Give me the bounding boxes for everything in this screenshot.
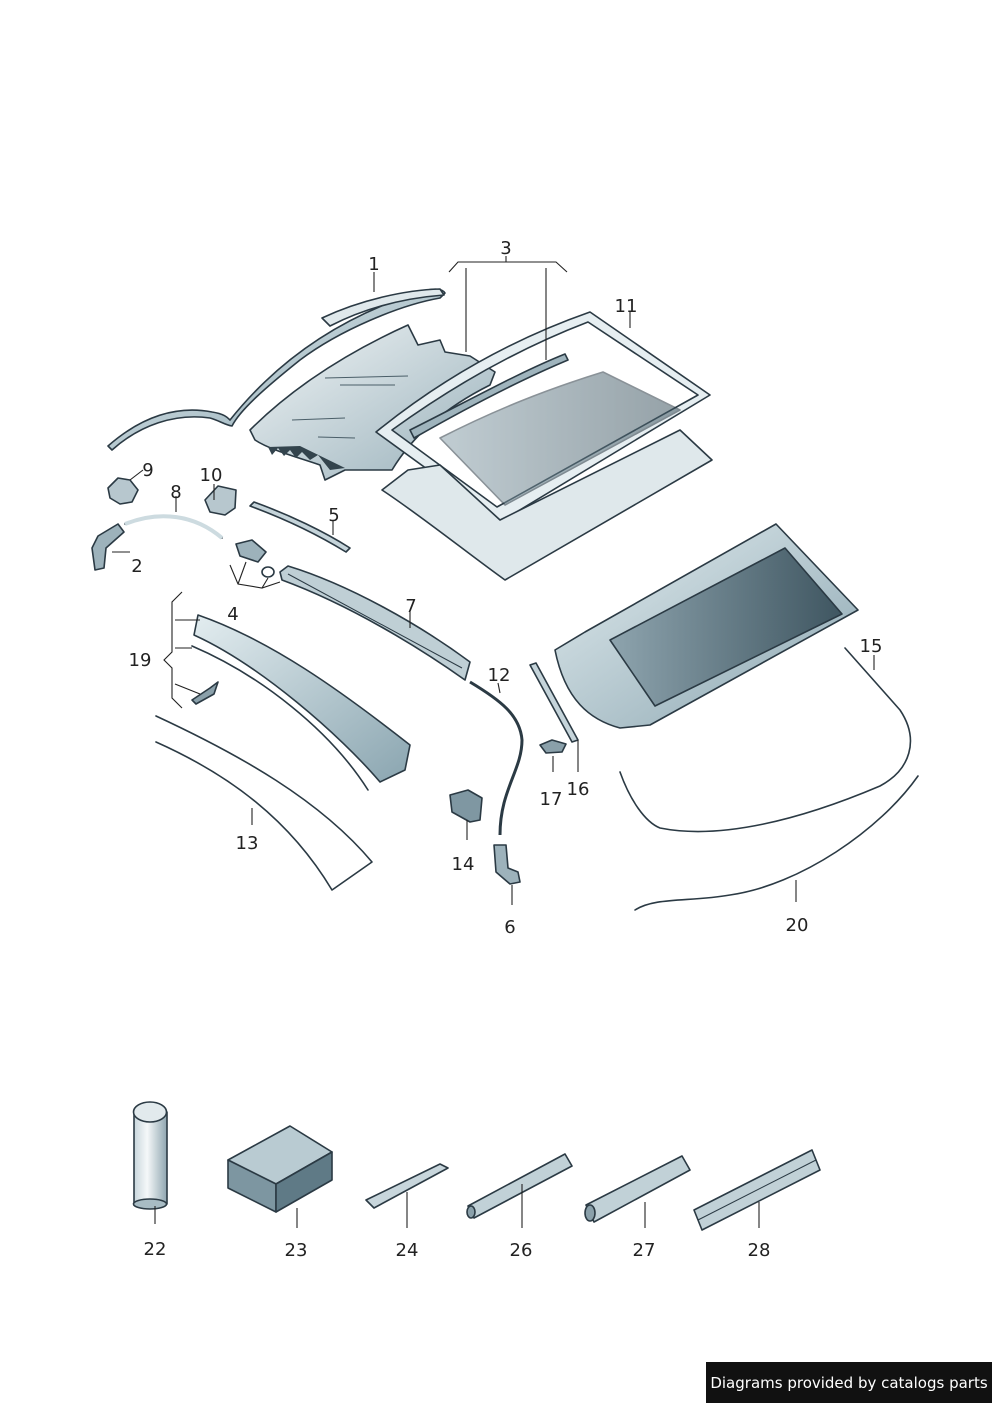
part-15-rear-seal: [619, 647, 912, 833]
part-7-guide-rail-ridge: [287, 573, 463, 669]
parts-layer: [91, 288, 919, 911]
part-drain-valve: [235, 539, 267, 563]
callout-10: 10: [200, 465, 223, 486]
callout-23: 23: [285, 1240, 308, 1261]
part-28-profile-roll: [693, 1149, 821, 1231]
part-27-tube: [584, 1155, 691, 1223]
part-19-seal-lip: [191, 645, 369, 791]
part-22-spray-can: [132, 1101, 168, 1210]
callout-17: 17: [540, 789, 563, 810]
callout-3: 3: [500, 238, 511, 259]
callout-28: 28: [748, 1240, 771, 1261]
part-4-trim-strip: [193, 614, 411, 783]
leader-lines: [112, 256, 875, 1228]
callout-11: 11: [615, 296, 638, 317]
callout-5: 5: [328, 505, 339, 526]
part-11-inner-panel: [439, 371, 681, 506]
part-13-seal-loop: [155, 715, 373, 891]
part-1-roof-frame-top: [321, 288, 445, 327]
part-8-drain-hose-inner: [124, 514, 224, 540]
callout-12: 12: [488, 665, 511, 686]
callout-4: 4: [227, 604, 238, 625]
consumables-row: [132, 1101, 821, 1231]
credit-banner[interactable]: Diagrams provided by catalogs parts: [706, 1362, 992, 1403]
part-10-bracket: [204, 485, 237, 516]
callout-13: 13: [236, 833, 259, 854]
callout-7: 7: [405, 596, 416, 617]
callout-24: 24: [396, 1240, 419, 1261]
part-12-cable: [469, 680, 524, 836]
callout-1: 1: [368, 254, 379, 275]
part-11-front-bar: [409, 353, 569, 439]
part-23-block: [227, 1125, 333, 1213]
part-20-lower-seal: [634, 775, 919, 911]
part-6-nozzle: [493, 844, 521, 885]
part-3-glass-lines: [291, 375, 409, 439]
callout-14: 14: [452, 854, 475, 875]
part-9-clip: [107, 477, 139, 505]
part-19-pin: [191, 681, 219, 705]
callout-20: 20: [786, 915, 809, 936]
part-26-tube: [466, 1153, 573, 1219]
part-17-screw: [539, 739, 567, 754]
callout-2: 2: [131, 556, 142, 577]
part-24-strip: [365, 1163, 449, 1209]
callout-8: 8: [170, 482, 181, 503]
callout-27: 27: [633, 1240, 656, 1261]
callout-15: 15: [860, 636, 883, 657]
callout-labels: 1 3 11 9 8 10 5 2 4 7 19 12 15 16 17 13 …: [129, 238, 883, 1261]
part-3-sunroof-glass: [249, 324, 496, 481]
part-headliner-sheet: [381, 429, 713, 581]
callout-9: 9: [142, 460, 153, 481]
part-rear-window-glass: [609, 547, 843, 707]
callout-19: 19: [129, 650, 152, 671]
part-3-glass-teeth: [268, 446, 345, 470]
part-14-bracket: [449, 789, 483, 823]
part-11-sunroof-seal-frame: [375, 311, 711, 523]
callout-6: 6: [504, 917, 515, 938]
callout-16: 16: [567, 779, 590, 800]
callout-26: 26: [510, 1240, 533, 1261]
part-7-guide-rail: [279, 565, 471, 681]
part-2-hose-elbow: [91, 523, 125, 571]
part-drain-ring: [261, 566, 275, 578]
part-5-strip: [249, 501, 351, 553]
callout-22: 22: [144, 1239, 167, 1260]
